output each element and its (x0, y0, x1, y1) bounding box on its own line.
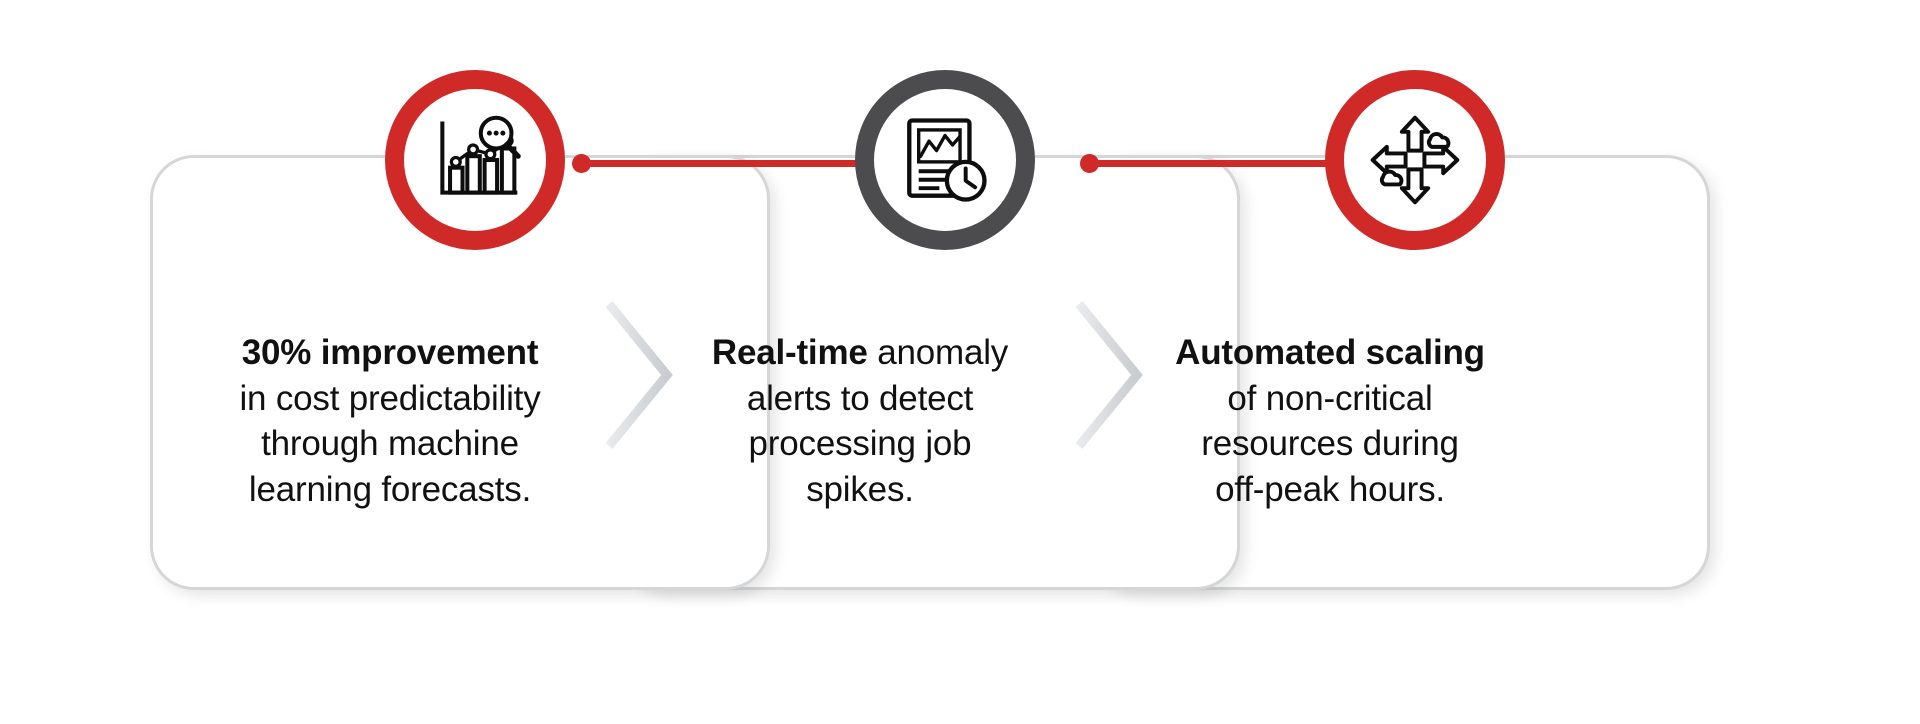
step-3-body-line-1: of non-critical (1227, 378, 1433, 418)
step-1-icon-badge[interactable] (385, 70, 565, 250)
step-2-icon-badge[interactable] (855, 70, 1035, 250)
step-2-first-line: Real-time anomaly (650, 330, 1070, 376)
step-1-body-line-1: in cost predictability (239, 378, 541, 418)
step-3-text: Automated scaling of non-critical resour… (1120, 330, 1540, 512)
report-clock-icon (907, 118, 987, 202)
step-2-headline-spacer (868, 333, 878, 372)
step-2-body-line-2: alerts to detect (746, 378, 974, 418)
step-3-body-line-3: off-peak hours. (1215, 469, 1445, 509)
connector-1-start-dot (572, 154, 591, 173)
step-2-body-line-4: spikes. (806, 469, 914, 509)
step-2-text: Real-time anomaly alerts to detect proce… (650, 330, 1070, 512)
step-2-body-line-3: processing job (748, 424, 972, 463)
connector-2-bar (1092, 160, 1373, 167)
step-1-text: 30% improvement in cost predictability t… (180, 330, 600, 512)
bar-chart-analysis-icon (440, 115, 521, 195)
step-2-body-line-1: anomaly (877, 333, 1009, 372)
step-3-body-line-2: resources during (1201, 424, 1459, 463)
step-3-icon-badge[interactable] (1325, 70, 1505, 250)
connector-2-start-dot (1080, 154, 1099, 173)
connector-1-bar (584, 160, 865, 167)
connector-line-1 (572, 154, 877, 173)
step-1-body-line-2: through machine (261, 424, 519, 463)
step-3-headline: Automated scaling (1175, 333, 1485, 372)
cloud-autoscale-arrows-icon (1370, 115, 1460, 205)
step-2-headline: Real-time (711, 333, 868, 372)
step-1-body-line-3: learning forecasts. (248, 469, 532, 509)
step-1-headline: 30% improvement (241, 333, 539, 372)
